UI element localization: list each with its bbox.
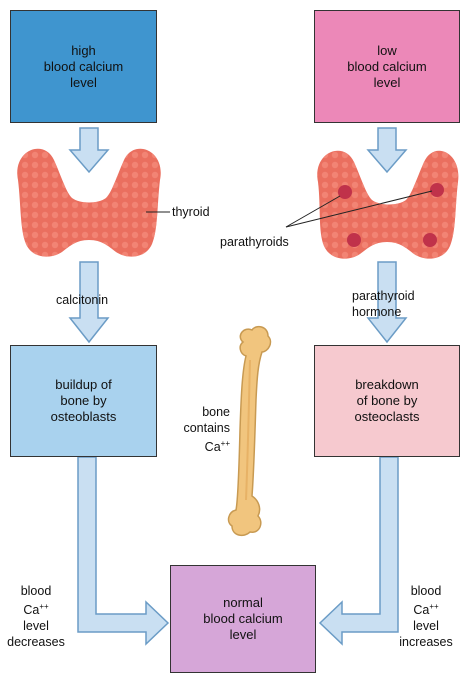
- parathyroid-nodule: [347, 233, 361, 247]
- bone-ca-superscript: ++: [221, 439, 230, 448]
- low-blood-calcium-label: low blood calcium level: [347, 43, 427, 91]
- parathyroids-label: parathyroids: [220, 234, 289, 250]
- arrow-buildup-to-normal: [78, 457, 168, 644]
- calcitonin-label: calcitonin: [56, 292, 108, 308]
- arrow-high-to-thyroid: [70, 128, 108, 172]
- level-increases-text: level increases: [399, 619, 453, 649]
- blood-ca-left-text: blood Ca: [21, 584, 52, 617]
- parathyroid-nodule: [423, 233, 437, 247]
- normal-blood-calcium-box: normal blood calcium level: [170, 565, 316, 673]
- blood-ca-right-superscript: ++: [429, 602, 438, 611]
- blood-ca-decreases-label: blood Ca++ level decreases: [2, 583, 70, 650]
- parathyroid-nodule: [338, 185, 352, 199]
- parathyroid-hormone-label: parathyroid hormone: [352, 288, 415, 320]
- bone-illustration: [229, 327, 271, 536]
- normal-blood-calcium-label: normal blood calcium level: [203, 595, 283, 643]
- bone-contains-calcium-label: bone contains Ca++: [168, 404, 230, 455]
- low-blood-calcium-box: low blood calcium level: [314, 10, 460, 123]
- buildup-of-bone-box: buildup of bone by osteoblasts: [10, 345, 157, 457]
- blood-ca-right-text: blood Ca: [411, 584, 442, 617]
- arrow-low-to-thyroid: [368, 128, 406, 172]
- level-decreases-text: level decreases: [7, 619, 65, 649]
- arrow-breakdown-to-normal: [320, 457, 398, 644]
- blood-ca-left-superscript: ++: [39, 602, 48, 611]
- buildup-of-bone-label: buildup of bone by osteoblasts: [51, 377, 117, 425]
- breakdown-of-bone-box: breakdown of bone by osteoclasts: [314, 345, 460, 457]
- parathyroid-nodule: [430, 183, 444, 197]
- breakdown-of-bone-label: breakdown of bone by osteoclasts: [354, 377, 419, 425]
- thyroid-label: thyroid: [172, 204, 210, 220]
- high-blood-calcium-label: high blood calcium level: [44, 43, 124, 91]
- blood-ca-increases-label: blood Ca++ level increases: [392, 583, 460, 650]
- high-blood-calcium-box: high blood calcium level: [10, 10, 157, 123]
